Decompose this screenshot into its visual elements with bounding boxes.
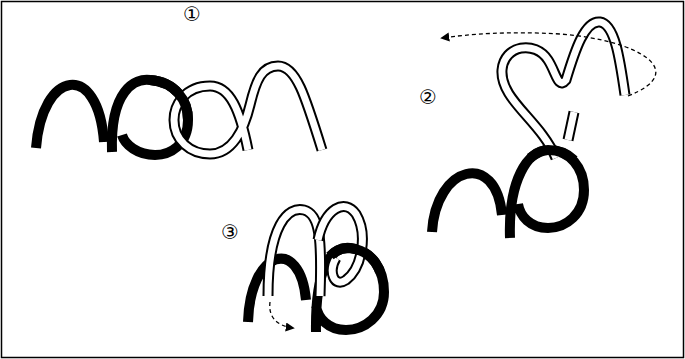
step-three-figure xyxy=(248,206,384,332)
step-two-figure xyxy=(432,22,656,238)
callout-number: ① xyxy=(183,4,201,24)
step-one-figure xyxy=(36,66,322,155)
callout-number: ③ xyxy=(221,222,239,242)
callout-number: ② xyxy=(419,87,437,107)
